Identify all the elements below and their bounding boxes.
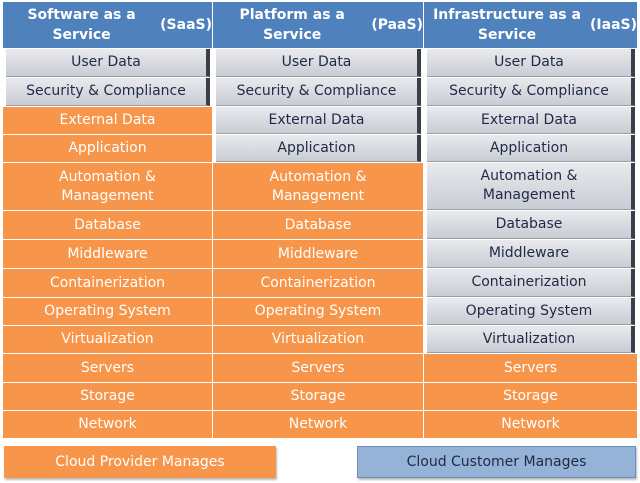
column-header: Platform as a Service (PaaS) [213,2,423,48]
column-abbr: (PaaS) [371,17,423,33]
layer-cell: Database [427,211,635,239]
column-header: Software as a Service (SaaS) [3,2,212,48]
layer-cell: Database [213,211,423,239]
legend-customer: Cloud Customer Manages [357,446,636,478]
layer-cell: Database [3,211,212,239]
layer-cell: External Data [216,107,421,134]
legend-provider: Cloud Provider Manages [4,446,276,478]
layer-cell: Virtualization [3,326,212,353]
layer-cell: Network [213,411,423,438]
layer-cell: Application [216,135,421,162]
layer-cell: Operating System [213,298,423,325]
layer-cell: Automation & Management [427,163,635,210]
layer-cell: Application [427,135,635,162]
layer-cell: External Data [3,107,212,134]
layer-cell: Automation & Management [213,163,423,210]
column-header: Infrastructure as a Service (IaaS) [424,2,637,48]
layer-cell: Middleware [427,240,635,268]
layer-cell: Middleware [3,240,212,268]
column-title: Platform as a Service [239,7,345,43]
layer-cell: Virtualization [427,326,635,353]
layer-cell: External Data [427,107,635,134]
layer-cell: Servers [3,354,212,382]
column-abbr: (SaaS) [160,17,212,33]
layer-cell: Operating System [427,298,635,325]
column-title: Infrastructure as a Service [433,7,581,43]
layer-cell: Security & Compliance [216,78,421,106]
layer-cell: Containerization [427,269,635,297]
layer-cell: Containerization [3,269,212,297]
layer-cell: Storage [3,383,212,410]
layer-cell: Application [3,135,212,162]
layer-cell: Network [424,411,637,438]
layer-cell: Security & Compliance [6,78,210,106]
layer-cell: Virtualization [213,326,423,353]
layer-cell: Network [3,411,212,438]
layer-cell: User Data [6,49,210,77]
layer-cell: Containerization [213,269,423,297]
column-title: Software as a Service [27,7,136,43]
layer-cell: User Data [427,49,635,77]
layer-cell: Automation & Management [3,163,212,210]
layer-cell: Servers [424,354,637,382]
layer-cell: User Data [216,49,421,77]
layer-cell: Storage [424,383,637,410]
layer-cell: Servers [213,354,423,382]
layer-cell: Security & Compliance [427,78,635,106]
layer-cell: Middleware [213,240,423,268]
layer-cell: Operating System [3,298,212,325]
column-abbr: (IaaS) [590,17,637,33]
layer-cell: Storage [213,383,423,410]
